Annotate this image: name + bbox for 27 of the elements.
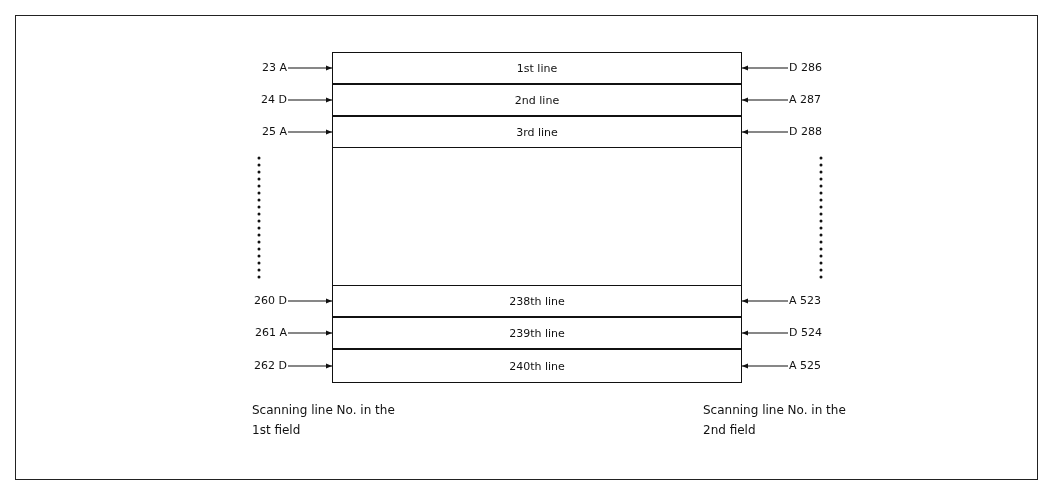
arrow <box>287 363 333 369</box>
arrow <box>741 129 789 135</box>
arrow <box>287 65 333 71</box>
arrow <box>741 298 789 304</box>
blank-box <box>332 148 742 285</box>
arrow <box>741 97 789 103</box>
arrow <box>287 129 333 135</box>
line-number-label: A 525 <box>789 359 822 373</box>
line-number-label: 23 A <box>261 61 287 75</box>
arrow <box>287 298 333 304</box>
line-number-label: D 288 <box>789 125 822 139</box>
arrow <box>287 97 333 103</box>
line-number-label: 25 A <box>261 125 287 139</box>
line-number-label: 260 D <box>254 294 287 308</box>
arrow <box>741 330 789 336</box>
line-number-label: D 286 <box>789 61 822 75</box>
line-number-label: 261 A <box>254 326 287 340</box>
line-number-label: 24 D <box>261 93 287 107</box>
line-number-label: D 524 <box>789 326 822 340</box>
arrow <box>741 65 789 71</box>
line-number-label: A 287 <box>789 93 822 107</box>
caption-note: Scanning line No. in the 2nd field <box>703 402 847 439</box>
arrow <box>287 330 333 336</box>
caption-note: Scanning line No. in the 1st field <box>252 402 396 439</box>
arrow <box>741 363 789 369</box>
line-number-label: A 523 <box>789 294 822 308</box>
line-number-label: 262 D <box>254 359 287 373</box>
